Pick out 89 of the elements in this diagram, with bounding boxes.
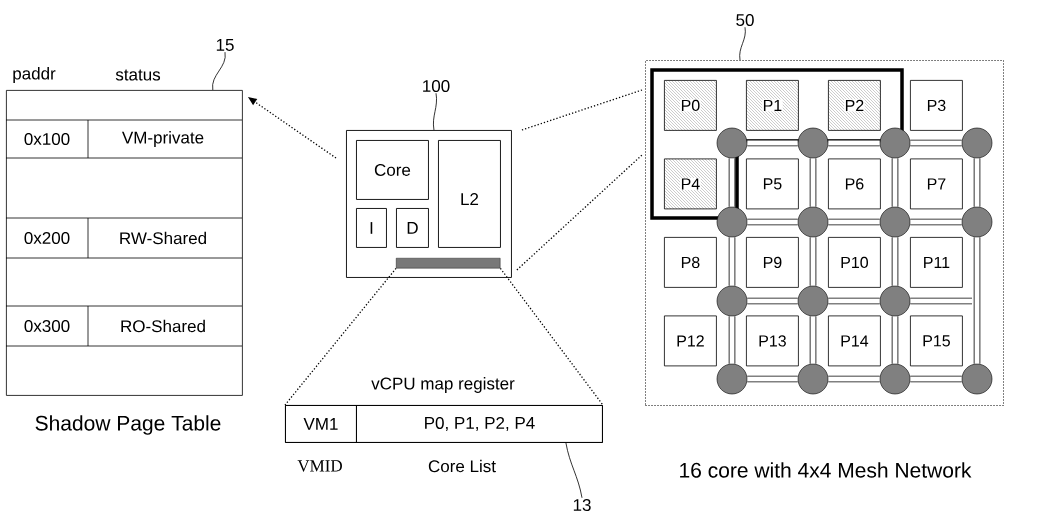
router-circle — [879, 363, 911, 395]
bus-bar — [396, 258, 501, 269]
hatched-core-box: P4 — [664, 158, 717, 210]
hatched-core-box: P1 — [746, 80, 799, 131]
mesh-link — [973, 158, 981, 207]
cache-box: L2 — [438, 140, 501, 248]
router-circle — [797, 285, 829, 317]
column-header: status — [115, 69, 161, 81]
mesh-link — [910, 375, 962, 383]
zoom-line — [516, 154, 643, 271]
cache-box: I — [356, 208, 387, 248]
mesh-link — [973, 237, 981, 364]
field-label: Core List — [428, 459, 496, 473]
mesh-link — [910, 218, 962, 226]
table-cell: 0x100 — [24, 133, 70, 146]
core-box: Core — [356, 140, 429, 200]
mesh-link — [728, 316, 736, 364]
router-circle — [797, 127, 829, 159]
table-cell: VM-private — [122, 131, 204, 147]
mesh-link — [910, 297, 972, 305]
leader-line — [433, 92, 437, 131]
cache-box: D — [396, 208, 429, 248]
mesh-link — [828, 218, 880, 226]
table-cell: 0x300 — [24, 320, 70, 333]
router-circle — [879, 285, 911, 317]
zoom-line — [499, 267, 604, 406]
callout-number: 13 — [573, 499, 591, 512]
chip-box — [346, 130, 512, 278]
mesh-link — [747, 297, 798, 305]
page-table — [5, 90, 243, 396]
mesh-link — [891, 316, 899, 364]
zoom-line — [284, 267, 397, 406]
mesh-link — [728, 237, 736, 286]
router-circle — [961, 127, 993, 159]
core-box: P8 — [664, 237, 717, 288]
table-caption: Shadow Page Table — [35, 415, 221, 435]
hatched-core-box: P2 — [828, 80, 881, 131]
register-cell: VM1 — [285, 405, 357, 443]
core-box: P13 — [746, 315, 799, 367]
mesh-link — [910, 139, 962, 147]
router-circle — [961, 363, 993, 395]
core-box: P15 — [910, 315, 963, 367]
router-circle — [716, 206, 748, 238]
router-circle — [797, 206, 829, 238]
router-circle — [716, 285, 748, 317]
leader-line — [565, 442, 583, 499]
register-cell: P0, P1, P2, P4 — [356, 405, 603, 443]
core-box: P11 — [910, 237, 963, 288]
mesh-link — [891, 237, 899, 286]
mesh-link — [891, 158, 899, 207]
zoom-line — [521, 89, 643, 131]
leader-line — [212, 51, 226, 91]
mesh-frame — [645, 60, 1004, 406]
register-title: vCPU map register — [371, 377, 515, 393]
mesh-link — [809, 316, 817, 364]
router-circle — [879, 127, 911, 159]
mesh-caption: 16 core with 4x4 Mesh Network — [680, 462, 972, 478]
mesh-link — [728, 158, 736, 207]
table-cell: RO-Shared — [121, 319, 205, 333]
callout-number: 100 — [423, 80, 450, 93]
mesh-link — [809, 158, 817, 207]
mesh-link — [809, 237, 817, 286]
core-box: P14 — [828, 315, 881, 367]
mesh-link — [747, 218, 798, 226]
mesh-link — [747, 139, 798, 147]
router-circle — [797, 363, 829, 395]
core-box: P9 — [746, 237, 799, 288]
callout-number: 15 — [216, 39, 234, 51]
mesh-link — [828, 297, 880, 305]
field-label: VMID — [297, 460, 342, 472]
core-box: P7 — [910, 158, 963, 210]
leader-line — [739, 26, 746, 61]
router-circle — [879, 206, 911, 238]
callout-number: 50 — [736, 14, 754, 27]
mesh-link — [828, 139, 880, 147]
core-box: P12 — [664, 315, 717, 367]
column-header: paddr — [13, 67, 56, 83]
table-cell: 0x200 — [24, 232, 70, 245]
router-circle — [961, 206, 993, 238]
hatched-core-box: P0 — [664, 80, 717, 131]
core-box: P6 — [828, 158, 881, 210]
router-circle — [716, 127, 748, 159]
mesh-link — [828, 375, 880, 383]
core-box: P10 — [828, 237, 881, 288]
router-circle — [716, 363, 748, 395]
mesh-link — [747, 375, 798, 383]
core-box: P3 — [910, 80, 963, 131]
table-cell: RW-Shared — [120, 231, 206, 245]
core-box: P5 — [746, 158, 799, 210]
